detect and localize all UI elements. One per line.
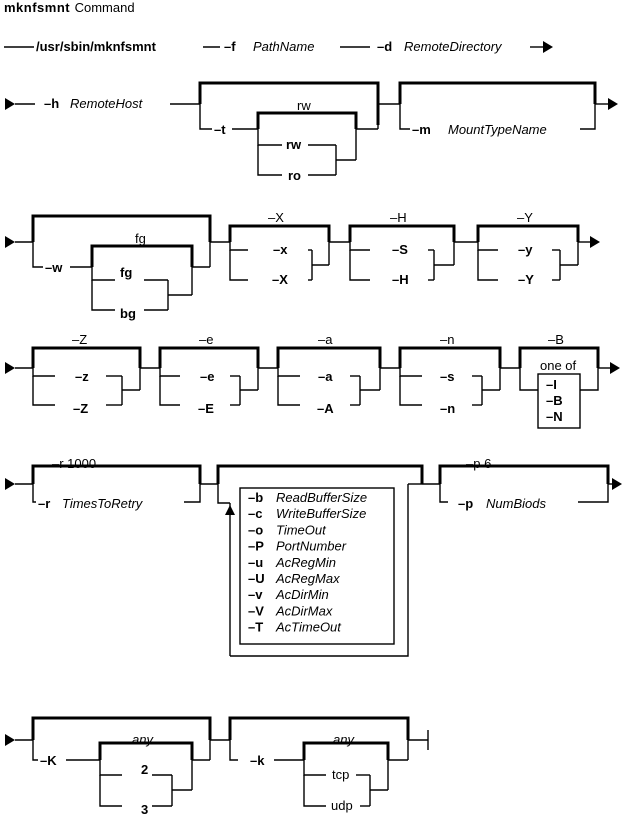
h-option-h: –H (392, 272, 409, 287)
t-option-ro: ro (288, 168, 301, 183)
continuation-arrow (610, 362, 620, 374)
p-default: –p 6 (466, 456, 491, 471)
m-flag: –m (412, 122, 431, 137)
continuation-arrow (612, 478, 622, 490)
option-flag: –u (248, 555, 263, 570)
option-param: AcDirMax (275, 603, 333, 618)
option-flag: –U (248, 571, 265, 586)
option-param: AcDirMin (275, 587, 329, 602)
option-flag: –P (248, 539, 264, 554)
x-option-lower: –x (273, 242, 288, 257)
z-default: –Z (72, 332, 87, 347)
t-default-rw: rw (297, 98, 311, 113)
r-flag: –r (38, 496, 50, 511)
option-param: AcRegMin (275, 555, 336, 570)
option-param: WriteBufferSize (276, 506, 366, 521)
command-name: mknfsmnt (4, 0, 70, 15)
y-default: –Y (517, 210, 533, 225)
w-option-bg: bg (120, 306, 136, 321)
K-flag: –K (40, 753, 57, 768)
K-default-any: any (132, 732, 154, 747)
t-option-rw: rw (286, 137, 302, 152)
K-option-2: 2 (141, 762, 148, 777)
r-param-timestoretry: TimesToRetry (62, 496, 144, 511)
repeat-arrow (225, 505, 235, 515)
k-flag: –k (250, 753, 265, 768)
b-default: –B (548, 332, 564, 347)
e-option-lower: –e (200, 369, 214, 384)
y-option-lower: –y (518, 242, 533, 257)
options-box (239, 487, 395, 645)
start-arrow (5, 478, 15, 490)
a-option-lower: –a (318, 369, 333, 384)
n-option-s: –s (440, 369, 454, 384)
syntax-line-3: –w fg fg bg –X –x –X –H –S (5, 210, 600, 321)
w-default-fg: fg (135, 231, 146, 246)
option-flag: –T (248, 620, 263, 635)
option-param: PortNumber (276, 539, 347, 554)
d-param-remotedirectory: RemoteDirectory (404, 39, 503, 54)
option-flag: –o (248, 522, 263, 537)
h-param-remotehost: RemoteHost (70, 96, 144, 111)
continuation-arrow (590, 236, 600, 248)
w-option-fg: fg (120, 265, 132, 280)
x-option-upper: –X (272, 272, 288, 287)
m-param-mounttypename: MountTypeName (448, 122, 547, 137)
command-suffix: Command (75, 0, 135, 15)
start-arrow (5, 734, 15, 746)
start-arrow (5, 236, 15, 248)
f-param-pathname: PathName (253, 39, 314, 54)
z-option-upper: –Z (73, 401, 88, 416)
r-default: –r 1000 (52, 456, 96, 471)
h-flag: –h (44, 96, 59, 111)
option-param: AcTimeOut (275, 620, 342, 635)
h-option-s: –S (392, 242, 408, 257)
b-option-n: –N (546, 409, 563, 424)
n-option-n: –n (440, 401, 455, 416)
command-path: /usr/sbin/mknfsmnt (36, 39, 157, 54)
a-default: –a (318, 332, 333, 347)
h-default: –H (390, 210, 407, 225)
one-of-box (537, 373, 581, 429)
p-flag: –p (458, 496, 473, 511)
f-flag: –f (224, 39, 236, 54)
start-arrow (5, 98, 15, 110)
options-list: –b ReadBufferSize –c WriteBufferSize –o TimeO… (248, 490, 367, 635)
syntax-line-6: –K any 2 3 –k any tcp udp (5, 716, 429, 817)
option-flag: –v (248, 587, 263, 602)
b-option-i: –I (546, 377, 557, 392)
w-flag: –w (45, 260, 63, 275)
option-flag: –b (248, 490, 263, 505)
option-flag: –V (248, 603, 264, 618)
syntax-line-2: –h RemoteHost –t rw rw ro –m MountTypeNa… (5, 81, 618, 183)
t-flag: –t (214, 122, 226, 137)
y-option-upper: –Y (518, 272, 534, 287)
e-option-upper: –E (198, 401, 214, 416)
x-default: –X (268, 210, 284, 225)
syntax-line-1: /usr/sbin/mknfsmnt –f PathName –d Remote… (4, 39, 553, 54)
option-flag: –c (248, 506, 262, 521)
k-option-udp: udp (331, 798, 353, 813)
e-default: –e (199, 332, 213, 347)
z-option-lower: –z (75, 369, 89, 384)
b-option-b: –B (546, 393, 563, 408)
a-option-upper: –A (317, 401, 334, 416)
n-default: –n (440, 332, 454, 347)
continuation-arrow (608, 98, 618, 110)
syntax-line-5: –r 1000 –r TimesToRetry –b ReadBufferSize… (5, 456, 622, 657)
option-param: ReadBufferSize (276, 490, 367, 505)
start-arrow (5, 362, 15, 374)
one-of-label: one of (540, 358, 577, 373)
k-option-tcp: tcp (332, 767, 349, 782)
syntax-line-4: –Z –z –Z –e –e –E –a –a –A (5, 332, 620, 429)
command-title: mknfsmnt Command (4, 0, 135, 16)
option-param: AcRegMax (275, 571, 340, 586)
continuation-arrow (543, 41, 553, 53)
d-flag: –d (377, 39, 392, 54)
option-param: TimeOut (276, 522, 327, 537)
k-default-any: any (333, 732, 355, 747)
K-option-3: 3 (141, 802, 148, 817)
p-param-numbiods: NumBiods (486, 496, 546, 511)
